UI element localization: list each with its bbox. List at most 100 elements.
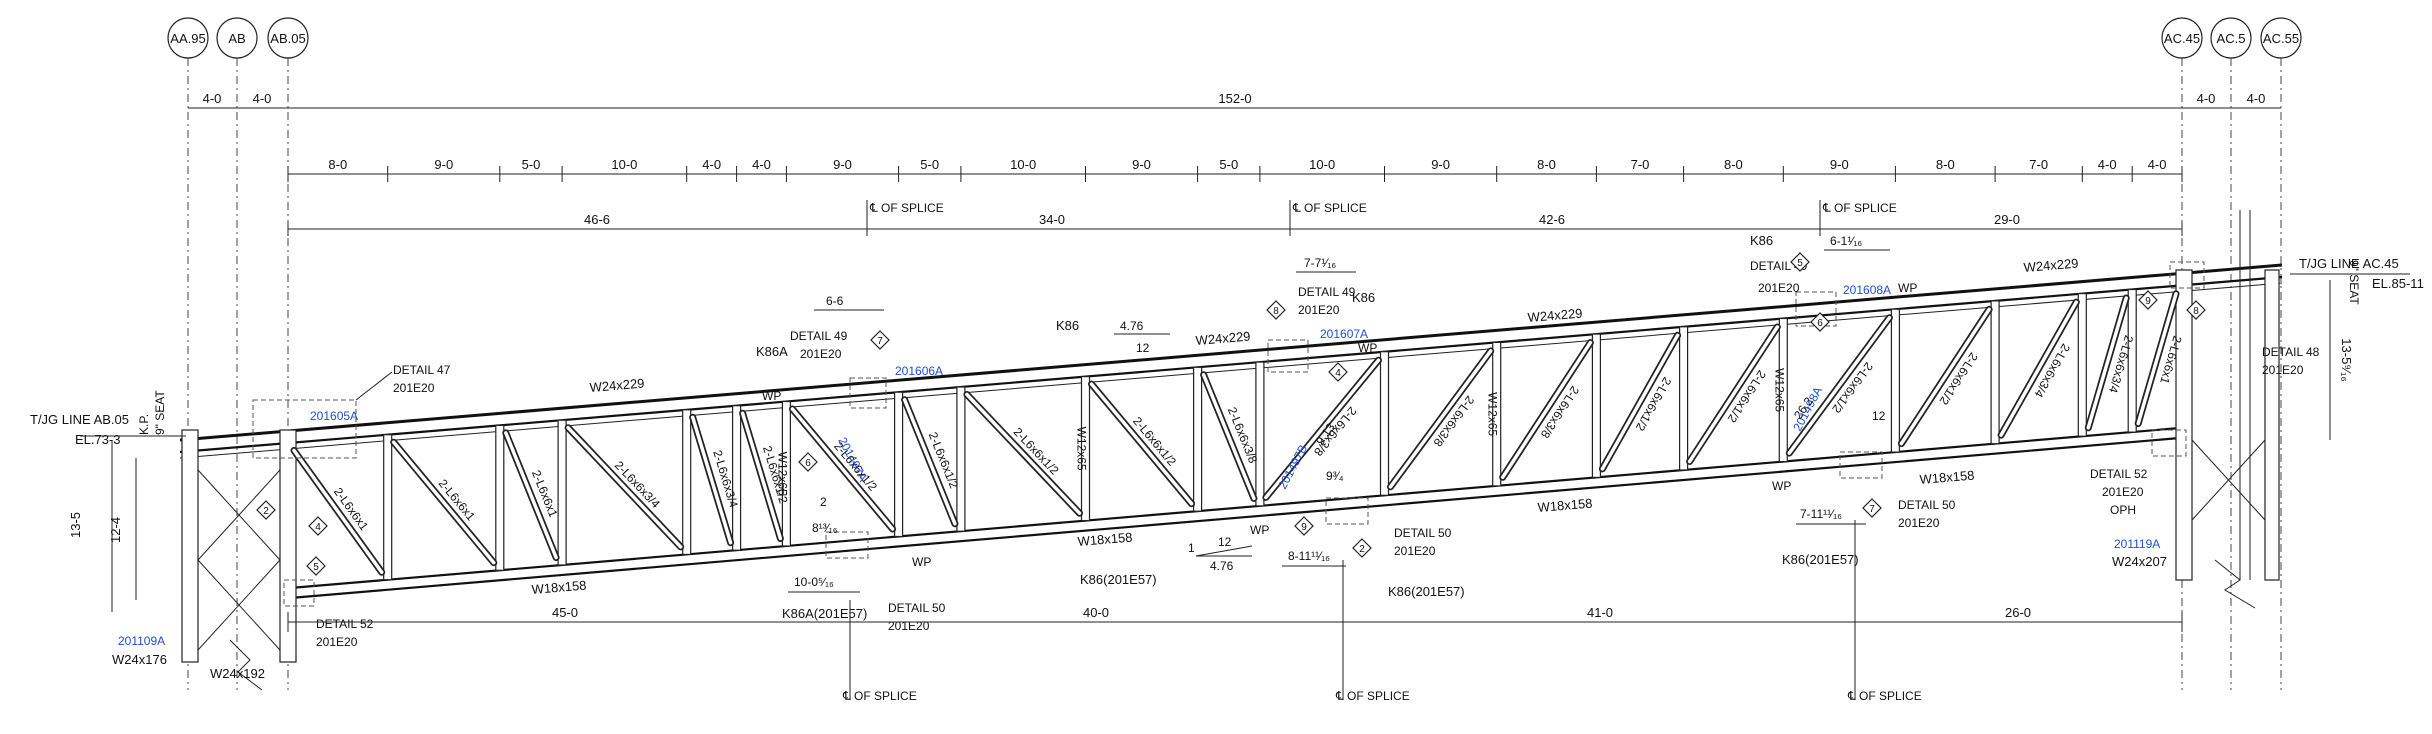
top-chord-label-2: W24x229 [1195, 329, 1251, 348]
chord-labels: W24x229 W24x229 W24x229 W24x229 W18x158 … [112, 256, 2167, 681]
bottom-chord-label-4: W18x158 [1919, 468, 1975, 487]
bottom-chord-label-1: W18x158 [531, 578, 587, 597]
diamond-marker-shape [256, 500, 276, 520]
diamond-marker: 2 [256, 500, 276, 520]
detail-47-ref: 201E20 [393, 381, 435, 395]
splice-label-top-1: ℄ OF SPLICE [869, 201, 944, 215]
piece-mark-201109a: 201109A [118, 634, 165, 648]
left-tjg-line: T/JG LINE AB.05 [30, 412, 129, 427]
wp-label-1: WP [762, 389, 781, 403]
truss-vertical [1678, 326, 1689, 471]
vertical-label: W12x65 [1075, 427, 1089, 471]
diamond-marker-shape [2138, 290, 2158, 310]
diamond-marker-shape [1294, 516, 1314, 536]
grid-label-ac45: AC.45 [2164, 31, 2200, 46]
left-support-column [181, 429, 297, 691]
detail-52a-title: DETAIL 52 [316, 617, 374, 631]
diamond-marker: 7 [870, 330, 890, 350]
truss-diagonal-inner [690, 415, 733, 545]
truss-diagonal-inner [790, 407, 895, 531]
diamond-marker-label: 7 [877, 336, 883, 347]
dim-seg-2: 34-0 [1039, 212, 1065, 227]
diamond-marker-shape [1352, 538, 1372, 558]
truss-diagonal-inner [292, 448, 384, 574]
panel-dim-label: 8-0 [1537, 157, 1556, 172]
dim-8-11: 8-11¹¹⁄₁₆ [1288, 549, 1330, 563]
piece-mark-201606a: 201606A [895, 364, 943, 378]
dim-7-7: 7-7¹⁄₁₆ [1304, 256, 1336, 270]
truss-vertical [1080, 376, 1091, 522]
slope-b: 8¹³⁄₁₆ [812, 521, 838, 535]
diamond-marker: 7 [1862, 498, 1882, 518]
k86a-ref: K86A(201E57) [782, 606, 867, 621]
wp-label-4: WP [1358, 341, 1377, 355]
wp-label-2: WP [912, 555, 931, 569]
right-support-column [2175, 210, 2280, 609]
truss-diagonal-inner [1787, 315, 1892, 455]
bottom-chord-label-2: W18x158 [1077, 530, 1133, 549]
diamond-marker-label: 2 [1359, 544, 1365, 555]
truss-vertical [893, 391, 904, 538]
wp-label-5: WP [1772, 479, 1791, 493]
wp-label-3: WP [1250, 523, 1269, 537]
k-marks: K86A K86 K86 K86 K86(201E57) K86(201E57)… [756, 233, 1859, 621]
detail-49c-ref: 201E20 [1758, 281, 1800, 295]
bottom-dimensions: 45-0 40-0 41-0 26-0 ℄ OF SPLICE ℄ OF SPL… [287, 520, 2183, 703]
truss-vertical [557, 419, 567, 566]
right-column-label: W24x207 [2112, 554, 2167, 569]
diamond-marker: 4 [1328, 362, 1348, 382]
truss-top-chord [179, 263, 2283, 459]
slope-a: 2 [820, 495, 827, 509]
truss-vertical [495, 424, 505, 571]
truss-diagonal-inner [566, 425, 683, 549]
truss-vertical [1778, 317, 1788, 463]
truss-diagonal-inner [1899, 307, 1991, 446]
right-seat: 9" SEAT [2347, 260, 2361, 305]
grid-bubble-ac5: AC.5 [2210, 17, 2252, 59]
slope-d: 9³⁄₄ [1326, 469, 1344, 483]
truss-diagonal-inner [2136, 292, 2178, 426]
right-elevation: T/JG LINE AC.45 EL.85-11 9" SEAT 13-5⁹⁄₁… [2290, 256, 2424, 440]
panel-dim-label: 4-0 [2098, 157, 2117, 172]
slope-run: 12 [1218, 535, 1232, 549]
detail-49b-ref: 201E20 [1298, 303, 1340, 317]
detail-52a-ref: 201E20 [316, 635, 358, 649]
diamond-marker-shape [2186, 300, 2206, 320]
panel-dim-label: 10-0 [1010, 157, 1036, 172]
dim-left-b: 4-0 [253, 91, 272, 106]
dim-bottom-1: 45-0 [552, 605, 578, 620]
panel-dim-label: 4-0 [2148, 157, 2167, 172]
right-tjg-line: T/JG LINE AC.45 [2299, 256, 2399, 271]
truss-vertical [956, 386, 966, 532]
grid-bubble-ac55: AC.55 [2260, 17, 2302, 59]
truss-vertical [1990, 300, 2000, 445]
grid-label-ac55: AC.55 [2263, 31, 2299, 46]
splice-label-bottom-3: ℄ OF SPLICE [1847, 689, 1922, 703]
truss-diagonal-inner [1500, 340, 1593, 480]
diamond-marker-shape [306, 556, 326, 576]
vertical-label: W12x65 [1772, 368, 1786, 412]
detail-48-title: DETAIL 48 [2262, 345, 2320, 359]
panel-dim-label: 5-0 [522, 157, 541, 172]
detail-50b-ref: 201E20 [1394, 544, 1436, 558]
splice-label-top-3: ℄ OF SPLICE [1822, 201, 1897, 215]
piece-mark-201605a: 201605A [310, 409, 358, 423]
dim-right-b: 4-0 [2247, 91, 2266, 106]
dim-6-6: 6-6 [826, 294, 844, 308]
truss-vertical [2077, 293, 2087, 437]
dim-bottom-3: 41-0 [1587, 605, 1613, 620]
truss-vertical [731, 405, 742, 551]
top-dimension-overall: 4-0 4-0 152-0 4-0 4-0 [188, 91, 2281, 109]
truss-bottom-chord [289, 426, 2181, 600]
truss-vertical [1890, 308, 1901, 453]
piece-mark-201119a: 201119A [2114, 537, 2160, 551]
dim-seg-1: 46-6 [584, 212, 610, 227]
diamond-marker: 5 [306, 556, 326, 576]
detail-49a-ref: 201E20 [800, 347, 842, 361]
diamond-marker-shape [1862, 498, 1882, 518]
diamond-marker-label: 9 [1301, 522, 1307, 533]
diamond-marker-shape [1810, 312, 1830, 332]
diamond-marker-label: 8 [2193, 306, 2199, 317]
truss-vertical [1192, 366, 1203, 512]
